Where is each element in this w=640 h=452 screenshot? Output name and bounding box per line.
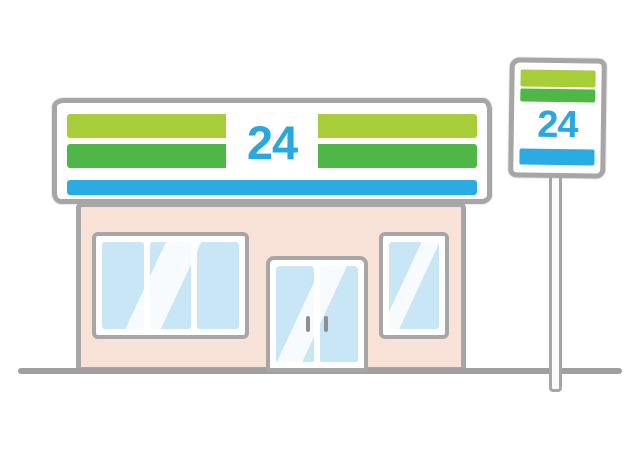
left-window	[92, 232, 249, 339]
pole-sign-stripe-lightgreen	[520, 69, 596, 88]
window-pane	[389, 242, 439, 329]
door-leaf-right	[320, 266, 358, 362]
left-window-panes	[102, 242, 240, 329]
fascia-stripe-blue	[67, 180, 477, 195]
door-leaves	[276, 266, 358, 362]
fascia-24-label: 24	[246, 115, 298, 169]
right-window	[379, 232, 449, 339]
sign-pole	[549, 172, 562, 392]
fascia-24-badge: 24	[226, 109, 318, 175]
window-pane	[102, 242, 144, 329]
entrance-door	[266, 256, 368, 372]
door-leaf-left	[276, 266, 314, 362]
pole-sign-stripe-blue	[519, 148, 595, 166]
window-pane	[149, 242, 192, 329]
door-handle	[324, 316, 328, 332]
pole-sign-24-label: 24	[536, 103, 578, 146]
storefront-sign: 24	[52, 98, 492, 204]
pole-sign: 24	[508, 57, 607, 179]
right-window-panes	[389, 242, 439, 329]
door-handle	[306, 316, 310, 332]
window-pane	[197, 242, 240, 329]
